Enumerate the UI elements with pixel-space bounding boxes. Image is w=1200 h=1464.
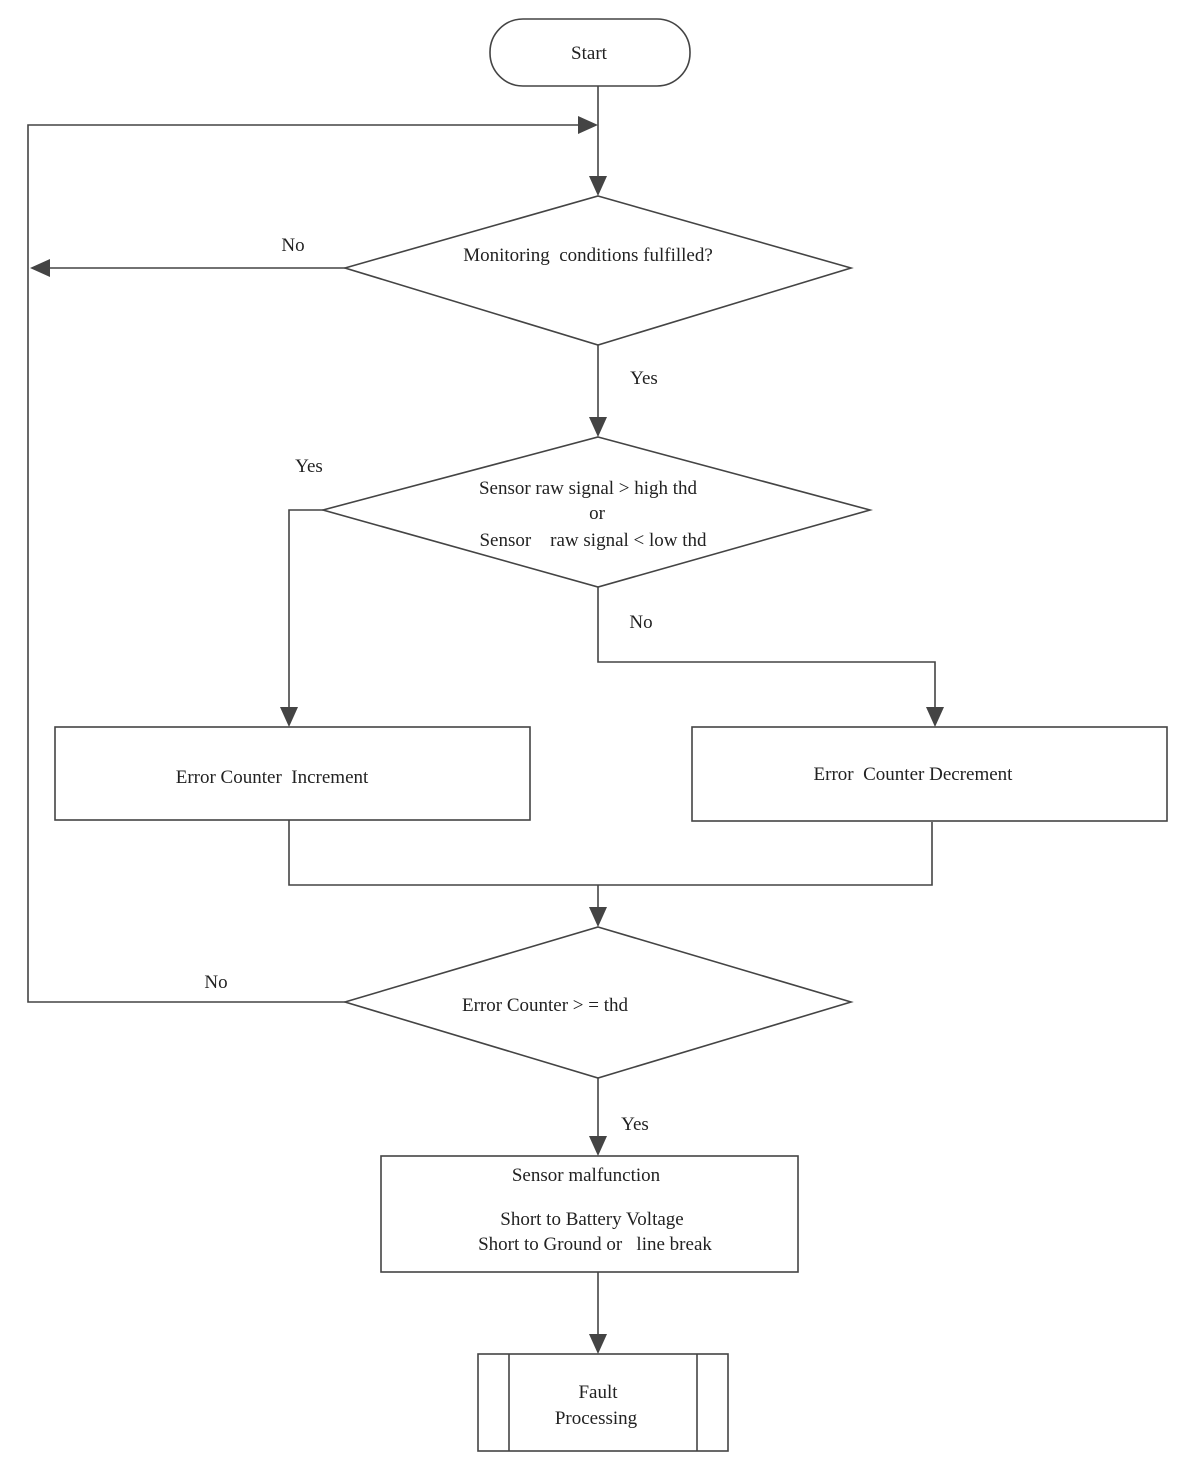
signal-decision: Sensor raw signal > high thd or Sensor r… bbox=[319, 436, 874, 588]
malfunction-process: Sensor malfunction Short to Battery Volt… bbox=[380, 1155, 799, 1273]
counter-label: Error Counter > = thd bbox=[462, 995, 629, 1016]
arrowhead-counter-in bbox=[589, 907, 607, 927]
arrowhead-decrement-in bbox=[926, 707, 944, 727]
start-label: Start bbox=[571, 43, 608, 64]
counter-decision: Error Counter > = thd bbox=[342, 926, 854, 1079]
signal-diamond bbox=[319, 436, 874, 588]
edge-labels: No Yes Yes No No Yes bbox=[204, 235, 657, 1135]
monitoring-diamond bbox=[342, 195, 854, 346]
fault-box bbox=[477, 1353, 729, 1452]
arrowhead-monitoring-in bbox=[589, 176, 607, 196]
arrowhead-loop-in bbox=[578, 116, 598, 134]
label-signal-yes: Yes bbox=[295, 456, 323, 477]
fault-label-line2: Processing bbox=[555, 1408, 638, 1429]
label-signal-no: No bbox=[629, 612, 652, 633]
fault-label-line1: Fault bbox=[578, 1382, 618, 1403]
label-counter-yes: Yes bbox=[621, 1114, 649, 1135]
connectors bbox=[27, 86, 936, 1335]
decrement-label: Error Counter Decrement bbox=[814, 764, 1014, 785]
malfunction-title: Sensor malfunction bbox=[512, 1165, 661, 1186]
edge-signal-yes bbox=[288, 509, 323, 710]
start-node: Start bbox=[489, 18, 691, 87]
edge-signal-no bbox=[597, 587, 936, 710]
increment-label: Error Counter Increment bbox=[176, 767, 369, 788]
increment-process: Error Counter Increment bbox=[54, 726, 531, 821]
counter-diamond bbox=[342, 926, 854, 1079]
arrowhead-signal-in bbox=[589, 417, 607, 437]
label-counter-no: No bbox=[204, 972, 227, 993]
fault-processing: Fault Processing bbox=[477, 1353, 729, 1452]
edge-merge bbox=[288, 820, 933, 886]
increment-box bbox=[54, 726, 531, 821]
signal-label-line1: Sensor raw signal > high thd bbox=[479, 478, 698, 499]
decrement-box bbox=[691, 726, 1168, 822]
start-terminal bbox=[489, 18, 691, 87]
signal-label-line3: Sensor raw signal < low thd bbox=[479, 530, 707, 551]
arrowhead-malfunction-in bbox=[589, 1136, 607, 1156]
label-monitoring-no: No bbox=[281, 235, 304, 256]
malfunction-box bbox=[380, 1155, 799, 1273]
arrowhead-increment-in bbox=[280, 707, 298, 727]
decrement-process: Error Counter Decrement bbox=[691, 726, 1168, 822]
monitoring-decision: Monitoring conditions fulfilled? bbox=[342, 195, 854, 346]
edge-loop-back bbox=[27, 124, 580, 1003]
arrowhead-monitoring-no bbox=[30, 259, 50, 277]
arrowhead-fault-in bbox=[589, 1334, 607, 1354]
arrowheads bbox=[30, 116, 944, 1354]
label-monitoring-yes: Yes bbox=[630, 368, 658, 389]
signal-label-line2: or bbox=[589, 503, 606, 524]
monitoring-label: Monitoring conditions fulfilled? bbox=[463, 245, 713, 266]
malfunction-line1: Short to Battery Voltage bbox=[500, 1209, 683, 1230]
malfunction-line2: Short to Ground or line break bbox=[478, 1234, 712, 1255]
